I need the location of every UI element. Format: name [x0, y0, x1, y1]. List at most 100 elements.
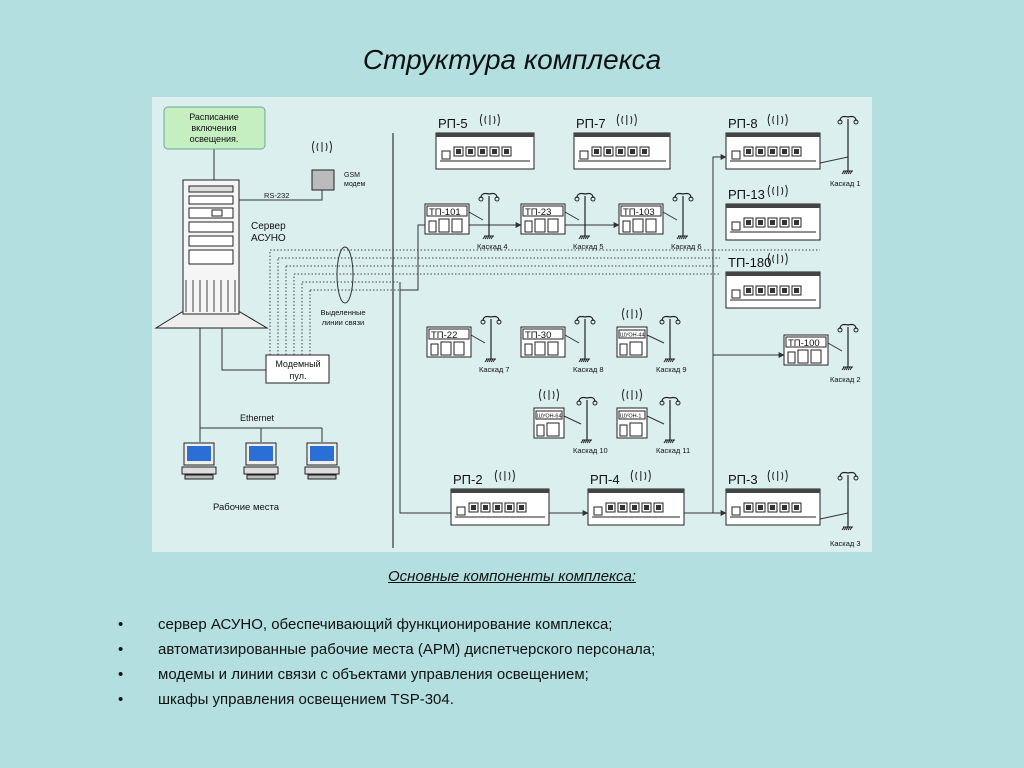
server-to-modem-line — [221, 328, 266, 371]
node-rp13-label: РП-13 — [728, 187, 765, 202]
cabinet-top — [726, 272, 820, 276]
server-bay — [188, 235, 234, 247]
antenna-wave — [312, 140, 315, 154]
lamp-head — [837, 327, 843, 333]
lamp-ground-hatch — [582, 439, 586, 444]
breaker-switch — [468, 149, 473, 154]
feeder-line — [819, 156, 849, 164]
antenna-wave — [479, 113, 483, 127]
antenna-icon — [767, 184, 788, 198]
breaker-switch — [746, 288, 751, 293]
node-shuon64 — [533, 407, 565, 439]
lamp-ground-hatch — [849, 526, 853, 531]
node-shuon1 — [616, 407, 648, 439]
breaker-switch — [642, 149, 647, 154]
meter-icon — [731, 289, 741, 299]
antenna-wave — [539, 388, 542, 402]
cabinet-top — [436, 133, 534, 137]
street-lamp-icon — [659, 396, 681, 444]
lamp-ground-hatch — [582, 235, 586, 240]
antenna-wave — [329, 140, 332, 154]
node-rp8-label: РП-8 — [728, 116, 758, 131]
cabinet-nameplate — [535, 410, 563, 420]
breaker-switch — [746, 220, 751, 225]
node-rp8 — [725, 132, 821, 170]
antenna-wave — [499, 471, 502, 481]
schedule-label: Расписание — [189, 112, 239, 122]
meter-icon — [456, 506, 466, 516]
antenna-wave — [497, 113, 500, 127]
substation-door — [547, 341, 559, 356]
cabinet-top — [726, 489, 820, 493]
antenna-wave — [644, 471, 647, 481]
antenna-icon — [479, 113, 500, 127]
list-item: •модемы и линии связи с объектами управл… — [118, 662, 978, 687]
antenna-wave — [772, 186, 775, 196]
breaker-switch — [794, 505, 799, 510]
antenna-wave — [635, 309, 638, 319]
meter-icon — [593, 506, 603, 516]
lamp-head — [478, 196, 484, 202]
antenna-wave — [626, 390, 629, 400]
antenna-icon — [767, 469, 788, 483]
lamp-ground-hatch — [845, 170, 849, 175]
bullet-marker: • — [118, 616, 124, 633]
server-base — [154, 311, 269, 329]
substation-door — [428, 220, 437, 233]
cabinet-nameplate — [618, 410, 646, 420]
node-tp100-label: ТП-100 — [788, 338, 820, 349]
antenna-icon — [767, 252, 788, 266]
lamp-ground-hatch — [492, 358, 496, 363]
uplink-line — [712, 248, 727, 516]
cabinet-door — [546, 422, 560, 437]
node-rp3-label: РП-3 — [728, 472, 758, 487]
feeder-line — [819, 512, 849, 520]
lamp-ground-hatch — [582, 358, 586, 363]
lamp-arm — [482, 315, 500, 322]
antenna-wave — [630, 469, 634, 483]
cabinet-door — [629, 341, 643, 356]
server-bay — [188, 207, 234, 219]
substation-door — [645, 218, 657, 233]
substation-door — [797, 349, 809, 364]
breaker-switch — [746, 149, 751, 154]
cascade-7-label: Каскад 7 — [479, 365, 510, 374]
lamp-ground-hatch — [671, 358, 675, 363]
breaker-switch — [770, 220, 775, 225]
lamp-head — [688, 196, 694, 202]
lamp-arm — [661, 396, 679, 403]
modem-pool-label: пул. — [290, 371, 307, 381]
lamp-head — [675, 319, 681, 325]
lamp-ground-hatch — [578, 235, 582, 240]
antenna-wave — [635, 390, 638, 400]
components-list: •сервер АСУНО, обеспечивающий функционир… — [118, 612, 978, 712]
antenna-wave — [494, 469, 498, 483]
substation-nameplate — [785, 336, 827, 348]
antenna-wave — [639, 388, 642, 402]
breaker-switch — [758, 505, 763, 510]
antenna-wave — [626, 309, 629, 319]
antenna-wave — [325, 142, 328, 152]
node-shuon1-label: ШУОН-1 — [620, 414, 642, 420]
antenna-wave — [484, 115, 487, 125]
antenna-wave — [622, 307, 625, 321]
node-rp4 — [587, 488, 685, 526]
antenna-icon — [630, 469, 651, 483]
diagram-labels: Расписаниевключенияосвещения.СерверАСУНО… — [189, 112, 860, 548]
substation-door — [524, 343, 533, 356]
lamp-ground-hatch — [663, 439, 667, 444]
breaker-switch — [782, 149, 787, 154]
lamp-ground-hatch — [578, 358, 582, 363]
lamp-ground-hatch — [663, 358, 667, 363]
breaker-switch — [618, 149, 623, 154]
meter-icon — [731, 506, 741, 516]
substation-door — [440, 341, 452, 356]
lamp-arm — [839, 323, 857, 330]
lamp-head — [480, 319, 486, 325]
street-lamp-icon — [480, 315, 502, 363]
lamp-head — [574, 319, 580, 325]
cascade-2-label: Каскад 2 — [830, 375, 861, 384]
substation-door — [787, 351, 796, 364]
lamp-head — [590, 196, 596, 202]
substation-nameplate — [522, 205, 564, 217]
